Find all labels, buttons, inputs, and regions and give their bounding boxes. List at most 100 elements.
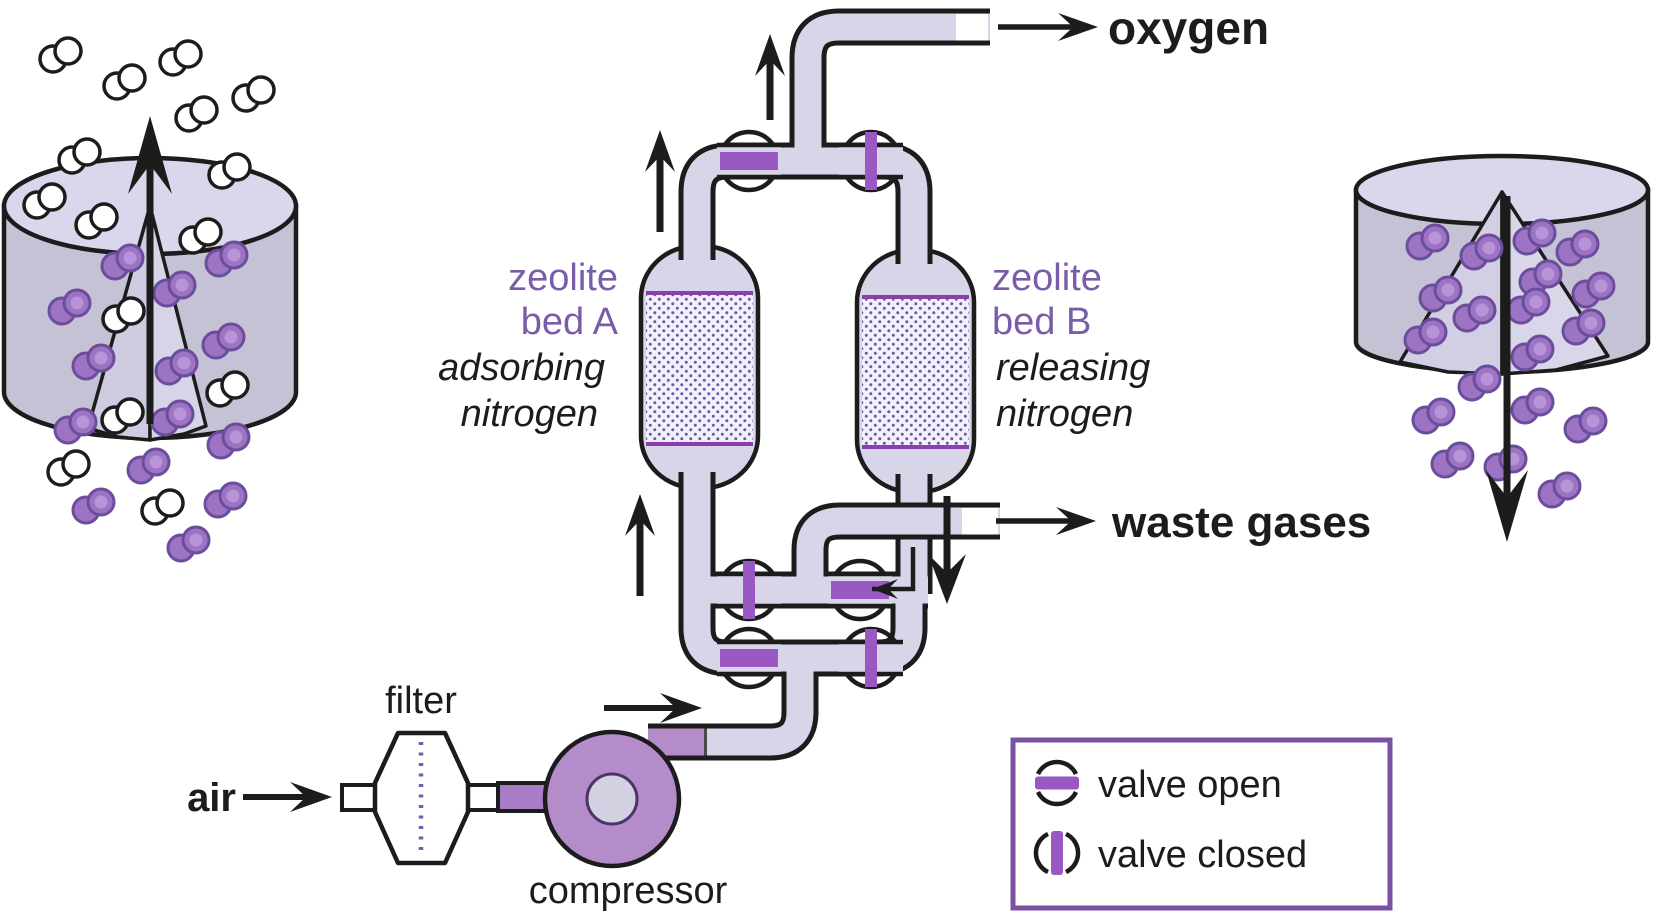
- oxygen-molecule: [178, 217, 223, 255]
- bed-b-zeolite-top-line: [862, 295, 969, 299]
- nitrogen-molecule: [1405, 223, 1450, 261]
- legend-valve-closed-icon: [1033, 831, 1081, 875]
- legend-border: [1010, 737, 1393, 911]
- air-label: air: [187, 776, 236, 820]
- valve-closed-symbol: [839, 129, 903, 193]
- nitrogen-molecule: [1510, 334, 1555, 372]
- bed-b-zeolite-bottom-line: [862, 445, 969, 449]
- oxygen-molecule: [102, 63, 147, 101]
- legend-box: valve open valve closed: [1010, 737, 1393, 911]
- oxygen-molecule: [38, 36, 83, 74]
- filter-compressor-connector: [496, 781, 552, 813]
- nitrogen-molecule: [1561, 308, 1606, 346]
- oxygen-label: oxygen: [1108, 2, 1269, 54]
- hook-flow-arrow: [872, 547, 916, 599]
- oxygen-molecule: [140, 488, 185, 526]
- bed-a-zeolite-bottom-line: [646, 442, 753, 446]
- nitrogen-molecule: [1411, 397, 1456, 435]
- nitrogen-molecule: [47, 288, 92, 326]
- waste-pipe-open-end: [962, 508, 998, 535]
- bed-b-state-line1: releasing: [996, 347, 1150, 389]
- flow-arrow-layer: [128, 13, 1528, 812]
- compressor-label: compressor: [529, 870, 728, 912]
- bed-a-zeolite-fill: [646, 294, 753, 443]
- flow-arrow: [1486, 196, 1528, 542]
- legend-valve-closed-label: valve closed: [1098, 834, 1307, 876]
- nitrogen-molecule: [206, 422, 251, 460]
- nitrogen-molecule: [166, 525, 211, 563]
- bed-a-state-line2: nitrogen: [461, 393, 598, 435]
- legend-valve-open-label: valve open: [1098, 764, 1282, 806]
- flow-arrow: [996, 507, 1096, 535]
- zeolite-bed-a-vessel: [638, 243, 761, 491]
- flow-arrow: [755, 34, 785, 120]
- pipe-waste-out: [796, 507, 1000, 584]
- flow-arrow: [998, 13, 1098, 41]
- compressor-assembly: [542, 723, 707, 869]
- nitrogen-molecule: [53, 407, 98, 445]
- valve-open-symbol: [717, 129, 781, 193]
- pipe-junction-patch: [790, 576, 830, 604]
- oxygen-molecule: [57, 137, 102, 175]
- flow-arrow: [604, 693, 702, 723]
- oxygen-molecule: [207, 152, 252, 190]
- bed-a-label-line2: bed A: [521, 301, 619, 343]
- oxygen-molecule: [74, 202, 119, 240]
- nitrogen-molecule: [201, 322, 246, 360]
- nitrogen-molecule: [100, 243, 145, 281]
- nitrogen-molecule: [203, 481, 248, 519]
- oxygen-molecule: [100, 397, 145, 435]
- cylinder-cutaway-releasing: [1353, 153, 1651, 376]
- oxygen-molecule: [158, 39, 203, 77]
- nitrogen-molecule: [1459, 233, 1504, 271]
- left-molecule-layer: [22, 36, 276, 563]
- oxygen-molecule: [46, 449, 91, 487]
- zeolite-bed-b-vessel: [854, 247, 977, 495]
- nitrogen-molecule: [204, 240, 249, 278]
- pipe-compressor-riser: [648, 654, 814, 756]
- flow-arrow: [625, 494, 655, 596]
- nitrogen-molecule: [126, 447, 171, 485]
- nitrogen-molecule: [152, 270, 197, 308]
- compressor-hub: [585, 772, 639, 826]
- bed-b-label-line1: zeolite: [992, 257, 1102, 299]
- flow-arrow: [928, 496, 966, 604]
- oxygen-pipe-open-end: [956, 14, 988, 41]
- flow-arrow: [128, 116, 172, 424]
- oxygen-molecule: [231, 75, 276, 113]
- valve-closed-symbol: [717, 558, 781, 622]
- air-intake-assembly: [340, 723, 707, 869]
- flow-arrow: [645, 130, 675, 232]
- legend-symbols: [1033, 759, 1081, 875]
- nitrogen-molecule: [1418, 275, 1463, 313]
- nitrogen-molecule: [1403, 317, 1448, 355]
- nitrogen-molecule: [1457, 364, 1502, 402]
- flow-arrow: [243, 782, 332, 812]
- valve-closed-symbol: [839, 626, 903, 690]
- legend-valve-open-icon: [1035, 759, 1079, 807]
- compressor-outlet-divider: [704, 728, 707, 756]
- bed-a-zeolite-top-line: [646, 291, 753, 295]
- nitrogen-molecule: [1430, 441, 1475, 479]
- bed-a-state-line1: adsorbing: [438, 347, 605, 389]
- bed-b-label-line2: bed B: [992, 301, 1091, 343]
- oxygen-molecule: [174, 95, 219, 133]
- filter-body: [372, 730, 471, 866]
- valve-open-symbol: [717, 626, 781, 690]
- nitrogen-molecule: [1452, 295, 1497, 333]
- nitrogen-molecule: [71, 487, 116, 525]
- nitrogen-molecule: [1512, 218, 1557, 256]
- nitrogen-molecule: [1571, 271, 1616, 309]
- nitrogen-molecule: [1510, 387, 1555, 425]
- nitrogen-molecule: [150, 399, 195, 437]
- nitrogen-molecule: [1537, 471, 1582, 509]
- nitrogen-molecule: [1555, 229, 1600, 267]
- bed-b-zeolite-fill: [862, 298, 969, 446]
- oxygen-molecule: [22, 182, 67, 220]
- oxygen-molecule: [205, 370, 250, 408]
- diagram-labels: zeolite bed A adsorbing nitrogen zeolite…: [187, 2, 1371, 912]
- waste-out-pipe: [790, 502, 1000, 604]
- nitrogen-molecule: [1563, 406, 1608, 444]
- top-pipe-manifold: [678, 8, 990, 264]
